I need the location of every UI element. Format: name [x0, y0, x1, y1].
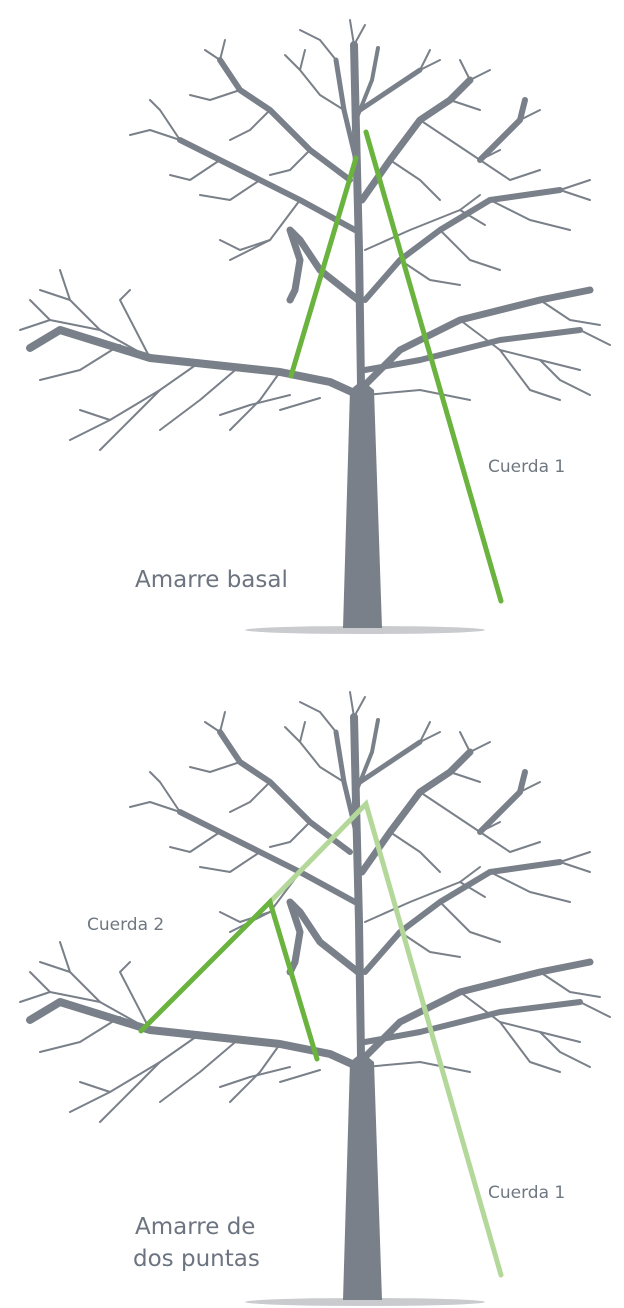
tree [19, 691, 611, 1306]
diagram-title-two-points-line1: Amarre de [135, 1214, 256, 1240]
diagram-two-points: Cuerda 2 Cuerda 1 Amarre de dos puntas [0, 654, 624, 1308]
tree [19, 19, 611, 634]
diagram-title-two-points-line2: dos puntas [133, 1246, 260, 1272]
rope-1 [288, 129, 504, 604]
rope-2 [138, 897, 320, 1062]
ground-shadow [245, 626, 485, 634]
rope-label-2: Cuerda 2 [87, 915, 165, 935]
diagram-basal: Cuerda 1 Amarre basal [19, 19, 611, 634]
trunk [343, 380, 382, 628]
ground-shadow [245, 1298, 485, 1306]
tree-illustration [19, 691, 611, 1306]
trunk [343, 1052, 382, 1300]
tree-illustration [19, 19, 611, 634]
diagram-title-basal: Amarre basal [135, 567, 288, 593]
rope-label-1: Cuerda 1 [488, 1183, 566, 1203]
rope-label-1: Cuerda 1 [488, 457, 566, 477]
rope-1 [267, 799, 504, 1278]
